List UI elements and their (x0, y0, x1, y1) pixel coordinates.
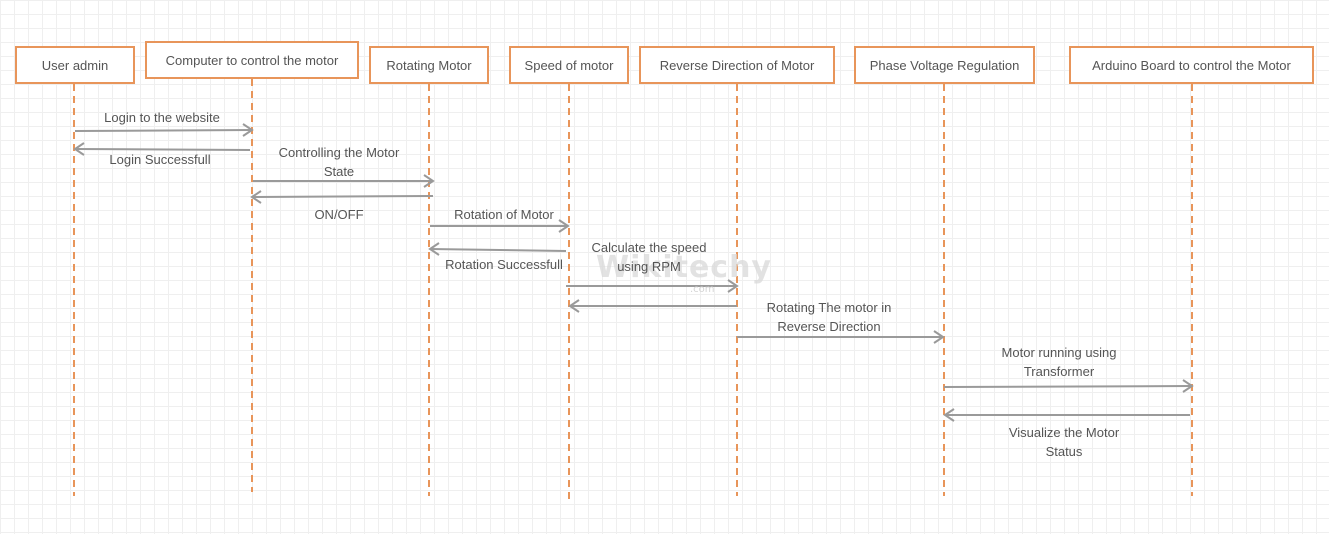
message-arrow-6 (428, 242, 567, 256)
message-label-on-off: ON/OFF (314, 207, 364, 222)
message-label-rotation-success: Rotation Successfull (445, 257, 563, 272)
lifeline-phase-voltage[interactable]: Phase Voltage Regulation (854, 46, 1035, 84)
lifeline-user-admin[interactable]: User admin (15, 46, 135, 84)
message-arrow-3 (253, 174, 435, 188)
message-label-reverse-rotating: Rotating The motor in Reverse Direction (766, 300, 892, 334)
lifeline-computer[interactable]: Computer to control the motor (145, 41, 359, 79)
lifeline-arduino-board[interactable]: Arduino Board to control the Motor (1069, 46, 1314, 84)
message-label-calculate-speed: Calculate the speed using RPM (591, 240, 707, 274)
lifeline-reverse-direction[interactable]: Reverse Direction of Motor (639, 46, 835, 84)
message-label-login-success: Login Successfull (109, 152, 211, 167)
watermark-suffix: .com (690, 284, 715, 295)
message-label-transformer: Motor running using Transformer (1001, 345, 1117, 379)
message-arrow-9 (737, 330, 945, 344)
message-label-rotation: Rotation of Motor (454, 207, 554, 222)
message-arrow-2 (73, 142, 251, 156)
lifeline-speed-of-motor[interactable]: Speed of motor (509, 46, 629, 84)
message-label-login: Login to the website (104, 110, 220, 125)
message-arrow-5 (430, 219, 570, 233)
lifeline-rotating-motor[interactable]: Rotating Motor (369, 46, 489, 84)
message-arrow-10 (943, 379, 1194, 393)
message-arrow-8 (568, 299, 737, 313)
message-arrow-11 (943, 408, 1190, 422)
message-label-visualize: Visualize the Motor Status (1008, 425, 1120, 459)
watermark: Wikitechy (596, 250, 772, 285)
message-arrow-1 (74, 123, 254, 137)
message-arrow-7 (566, 279, 739, 293)
message-label-controlling-state: Controlling the Motor State (278, 145, 400, 179)
message-arrow-4 (250, 190, 434, 204)
